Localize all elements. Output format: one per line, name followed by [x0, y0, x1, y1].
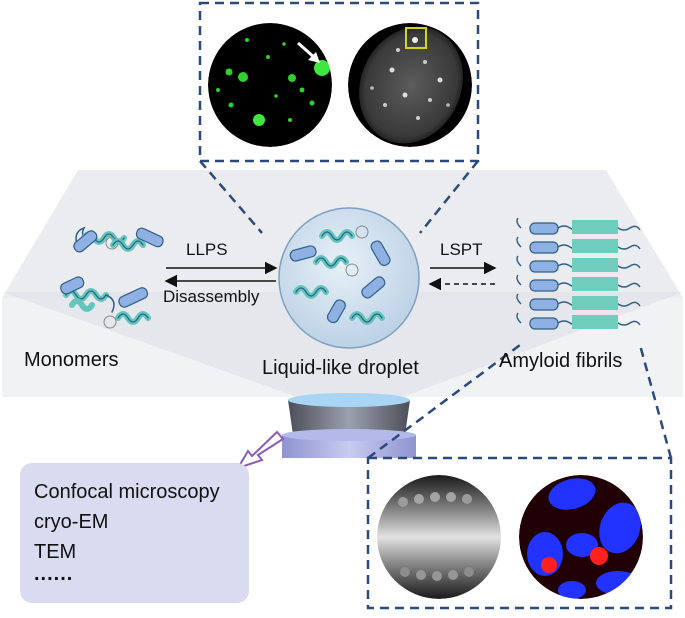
fluorescence-droplets-image	[208, 23, 332, 147]
methods-arrow	[235, 430, 285, 470]
method-confocal: Confocal microscopy	[34, 481, 220, 503]
fibril-tail	[516, 255, 522, 267]
amyloid-fibril	[516, 217, 641, 330]
disassembly-label: Disassembly	[163, 287, 260, 306]
fibril-beta-block	[572, 258, 618, 272]
droplet-label: Liquid-like droplet	[262, 357, 419, 379]
monomer-proteins	[60, 226, 164, 329]
lspt-label: LSPT	[440, 240, 483, 259]
fibril-helix-cylinder	[529, 298, 559, 311]
fibril-helix-cylinder	[529, 222, 559, 235]
llps-label: LLPS	[186, 240, 228, 259]
fibril-helix-cylinder	[529, 241, 559, 254]
fibril-beta-block	[572, 296, 618, 310]
nucleus-image	[348, 23, 472, 147]
fibril-beta-block	[572, 220, 618, 234]
cryo-em-image	[377, 475, 501, 599]
method-more: ......	[34, 563, 74, 585]
method-tem: TEM	[34, 541, 77, 563]
objective-lens	[282, 393, 416, 458]
fibrils-label: Amyloid fibrils	[499, 350, 623, 372]
confocal-cells-image	[519, 475, 643, 599]
highlight-arrow	[297, 41, 320, 63]
bottom-inset-frame	[366, 456, 673, 610]
method-cryo-em: cryo-EM	[34, 511, 109, 533]
roi-box	[405, 27, 427, 49]
methods-box: Confocal microscopy cryo-EM TEM ......	[20, 463, 249, 603]
fibril-beta-block	[572, 315, 618, 329]
fibril-tail	[516, 274, 522, 286]
droplet-proteins	[289, 225, 391, 325]
monomers-label: Monomers	[24, 349, 119, 371]
fibril-beta-block	[572, 277, 618, 291]
liquid-droplet	[278, 207, 420, 349]
fibril-helix-cylinder	[529, 260, 559, 273]
fibril-tail	[516, 312, 522, 324]
fibril-helix-cylinder	[529, 317, 559, 330]
fibril-helix-cylinder	[529, 279, 559, 292]
top-inset-frame	[198, 1, 480, 163]
fibril-tail	[516, 293, 522, 305]
fibril-tail	[516, 217, 522, 229]
fibril-tail	[516, 236, 522, 248]
fibril-beta-block	[572, 239, 618, 253]
